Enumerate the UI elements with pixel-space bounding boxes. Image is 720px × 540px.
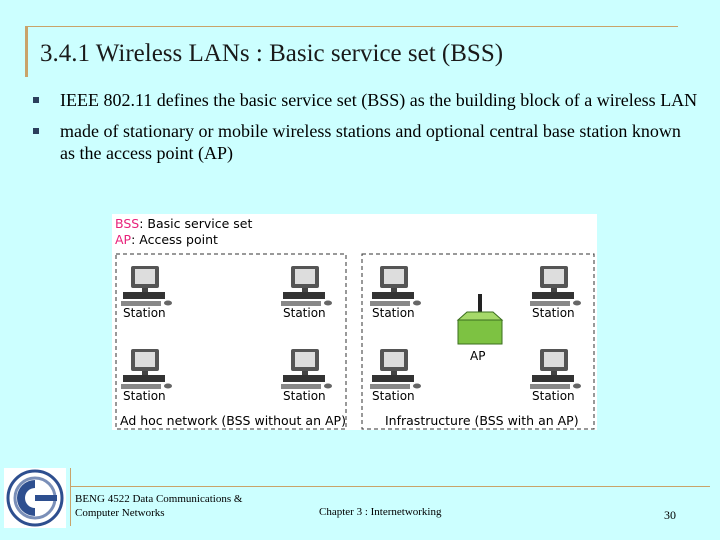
bullet-text: made of stationary or mobile wireless st… [60, 121, 681, 163]
station-computer-icon [530, 349, 581, 389]
title-frame [25, 26, 678, 77]
legend-ap-abbr: AP [115, 232, 132, 247]
footer-course-line: BENG 4522 Data Communications & [75, 493, 243, 505]
station-label: Station [532, 306, 575, 320]
page-number: 30 [664, 508, 676, 522]
legend-ap-text: : Access point [131, 232, 218, 247]
legend-ap: AP: Access point [115, 232, 218, 247]
university-logo [4, 468, 66, 528]
slide-title: 3.4.1 Wireless LANs : Basic service set … [40, 40, 504, 67]
station-computer-icon [281, 349, 332, 389]
legend-bss-abbr: BSS [115, 216, 139, 231]
footer-course: BENG 4522 Data Communications & Computer… [75, 492, 265, 520]
footer-chapter: Chapter 3 : Internetworking [319, 506, 442, 518]
footer-divider [70, 468, 71, 526]
bullet-text: IEEE 802.11 defines the basic service se… [60, 90, 698, 110]
station-label: Station [283, 306, 326, 320]
station-computer-icon [121, 266, 172, 306]
access-point-icon [456, 294, 504, 345]
station-computer-icon [121, 349, 172, 389]
station-label: Station [123, 389, 166, 403]
station-computer-icon [530, 266, 581, 306]
adhoc-caption: Ad hoc network (BSS without an AP) [120, 413, 346, 428]
ap-label: AP [470, 349, 485, 363]
station-computer-icon [370, 349, 421, 389]
bss-diagram: BSS: Basic service set AP: Access point … [112, 214, 597, 430]
legend-bss: BSS: Basic service set [115, 216, 252, 231]
station-computer-icon [281, 266, 332, 306]
station-label: Station [372, 389, 415, 403]
legend-bss-text: : Basic service set [139, 216, 252, 231]
station-label: Station [123, 306, 166, 320]
station-computer-icon [370, 266, 421, 306]
bullet-list: IEEE 802.11 defines the basic service se… [30, 89, 700, 173]
square-bullet-icon [33, 128, 39, 134]
infra-caption: Infrastructure (BSS with an AP) [385, 413, 579, 428]
footer-course-line: Computer Networks [75, 507, 165, 519]
infra-bss-box [361, 253, 595, 430]
adhoc-bss-box [115, 253, 347, 430]
station-label: Station [532, 389, 575, 403]
station-label: Station [372, 306, 415, 320]
bullet-item: made of stationary or mobile wireless st… [30, 120, 700, 164]
square-bullet-icon [33, 97, 39, 103]
footer-rule [70, 486, 710, 487]
station-label: Station [283, 389, 326, 403]
bullet-item: IEEE 802.11 defines the basic service se… [30, 89, 700, 111]
